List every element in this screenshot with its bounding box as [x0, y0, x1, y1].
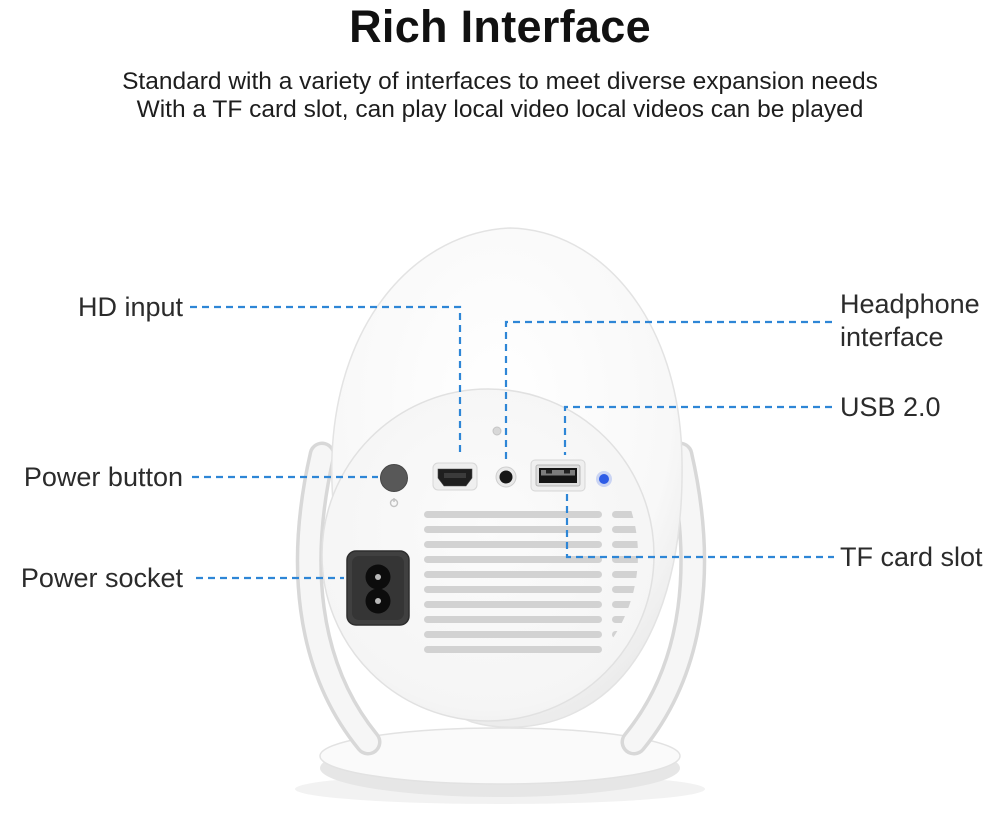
callout-power-button: Power button	[23, 462, 183, 492]
vent-grille	[424, 511, 638, 653]
led-indicator	[596, 471, 612, 487]
callout-usb: USB 2.0	[840, 392, 941, 422]
power-socket	[346, 550, 410, 626]
usb-leader-line	[563, 405, 832, 455]
callout-tf-card-slot: TF card slot	[840, 542, 983, 572]
pinhole	[492, 426, 502, 436]
callout-headphone-interface: Headphone interface	[840, 289, 980, 352]
stand-arm-left	[295, 441, 382, 756]
headphone-leader-line	[504, 320, 832, 460]
callout-hd-input: HD input	[77, 292, 183, 322]
page-title: Rich Interface	[349, 1, 651, 52]
headphone-jack	[495, 466, 517, 488]
callout-power-socket: Power socket	[20, 563, 183, 593]
stand-base	[319, 727, 681, 797]
subtitle-line2: With a TF card slot, can play local vide…	[136, 96, 864, 123]
power-button	[380, 464, 408, 508]
stand-arm-right	[620, 441, 707, 756]
tf-card-leader-line	[565, 494, 834, 559]
leader-lines	[190, 305, 834, 580]
usb-port	[530, 459, 586, 492]
hd-input-leader-line	[190, 305, 462, 452]
subtitle-line1: Standard with a variety of interfaces to…	[122, 68, 878, 95]
hdmi-port	[432, 462, 478, 491]
